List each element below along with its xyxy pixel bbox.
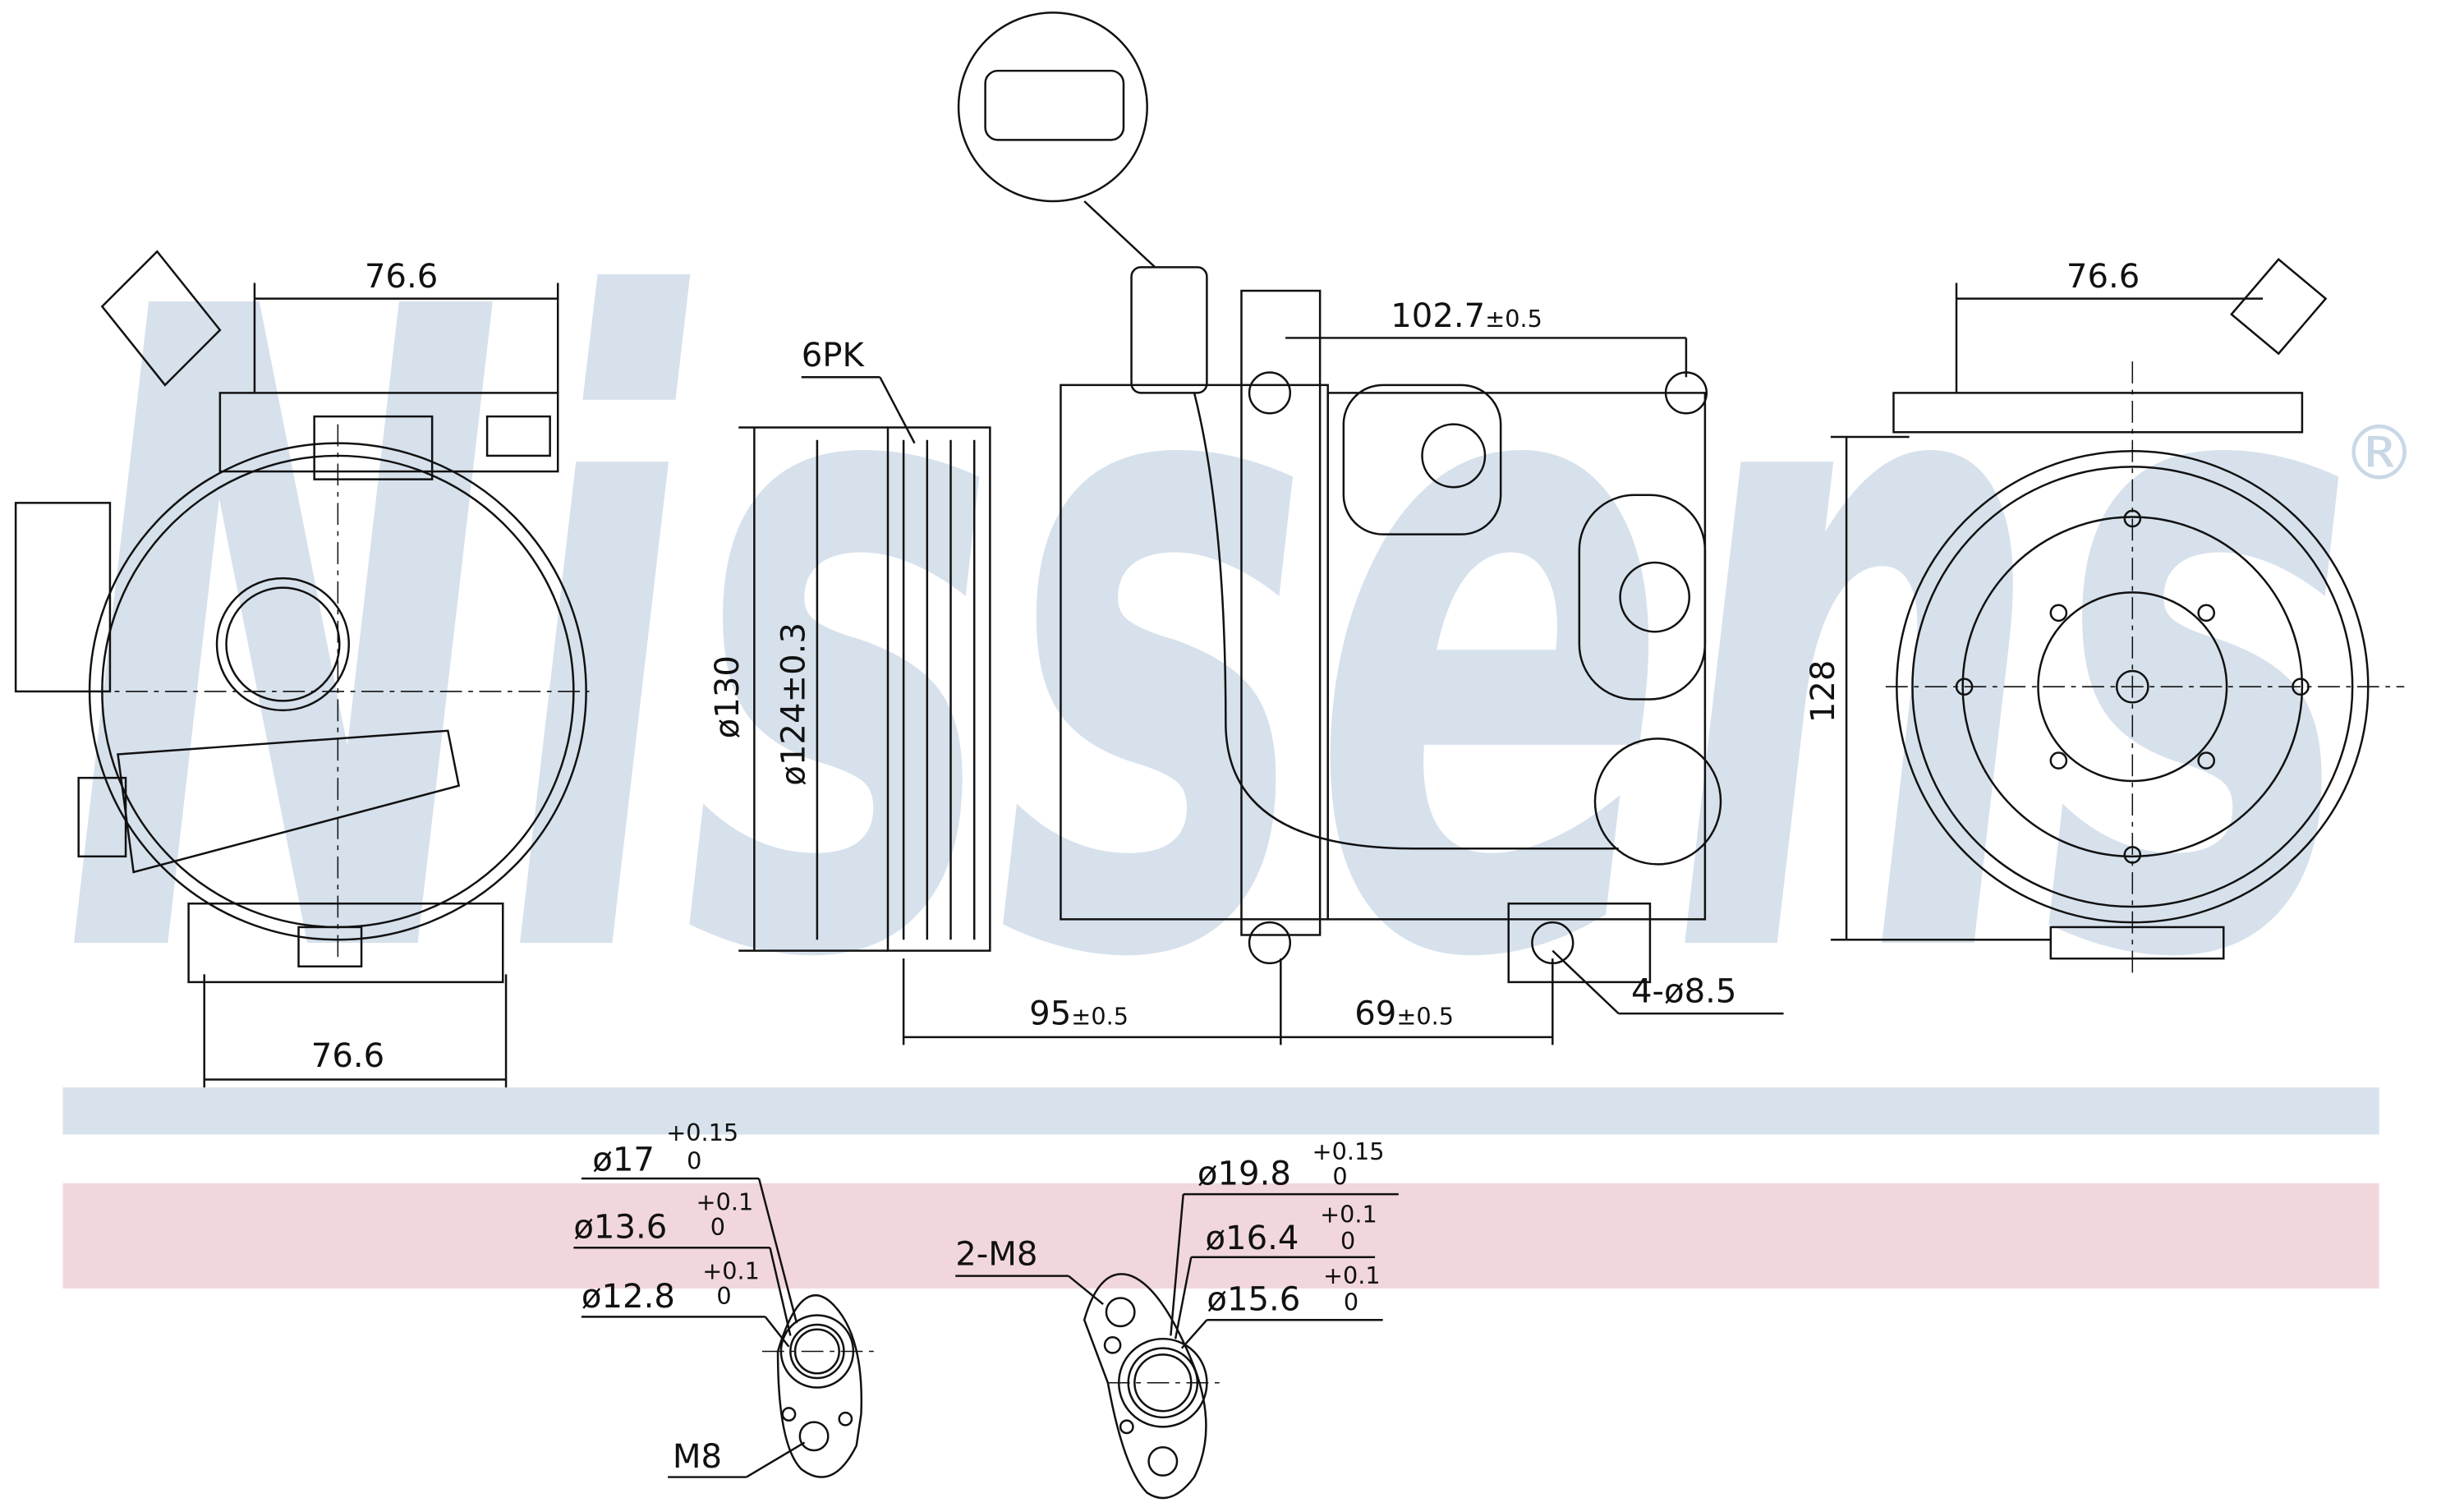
svg-text:0: 0 bbox=[1344, 1289, 1358, 1316]
svg-text:0: 0 bbox=[710, 1213, 725, 1241]
top-length: 102.7±0.5 bbox=[1391, 297, 1542, 335]
right-height: 128 bbox=[1804, 660, 1842, 724]
svg-text:0: 0 bbox=[1332, 1163, 1347, 1191]
svg-text:+0.15: +0.15 bbox=[666, 1119, 738, 1146]
port-left-d2: ø13.6 bbox=[573, 1209, 667, 1247]
svg-text:0: 0 bbox=[1340, 1227, 1355, 1255]
port-left-d3: ø12.8 bbox=[582, 1278, 675, 1316]
svg-text:+0.1: +0.1 bbox=[696, 1188, 754, 1215]
pulley-inner-dia: ø124±0.3 bbox=[775, 623, 813, 786]
svg-text:+0.1: +0.1 bbox=[702, 1257, 760, 1284]
right-view: 76.6 128 bbox=[1804, 258, 2405, 975]
blue-band bbox=[62, 1087, 2379, 1135]
port-right-d3: ø15.6 bbox=[1207, 1281, 1300, 1319]
port-left-d1: ø17 bbox=[592, 1141, 655, 1178]
right-top-width: 76.6 bbox=[2066, 258, 2140, 296]
left-top-width: 76.6 bbox=[365, 258, 438, 296]
mount-holes: 4-ø8.5 bbox=[1631, 973, 1736, 1011]
port-right-d1: ø19.8 bbox=[1198, 1156, 1291, 1193]
pulley-outer-dia: ø130 bbox=[709, 655, 747, 738]
port-right-d2: ø16.4 bbox=[1205, 1220, 1299, 1257]
svg-text:+0.1: +0.1 bbox=[1323, 1261, 1381, 1289]
port-right-thread: 2-M8 bbox=[955, 1235, 1037, 1273]
left-view: 76.6 76.6 bbox=[14, 250, 590, 1088]
bottom-left-length: 95±0.5 bbox=[1029, 995, 1129, 1033]
port-detail-left: ø17 +0.150 ø13.6 +0.10 ø12.8 +0.10 M8 bbox=[573, 1119, 880, 1478]
registered-mark: ® bbox=[2342, 410, 2417, 498]
svg-text:0: 0 bbox=[716, 1282, 731, 1310]
nissens-watermark: Nissens bbox=[63, 126, 2357, 1151]
pink-band bbox=[62, 1183, 2379, 1289]
left-bottom-width: 76.6 bbox=[311, 1037, 384, 1075]
svg-text:0: 0 bbox=[687, 1147, 701, 1175]
svg-text:+0.15: +0.15 bbox=[1312, 1137, 1385, 1165]
side-view: ø130 ø124±0.3 6PK 102.7±0.5 95±0.5 69±0.… bbox=[709, 11, 1784, 1045]
belt-type: 6PK bbox=[802, 337, 866, 374]
port-left-thread: M8 bbox=[673, 1438, 722, 1476]
port-detail-right: 2-M8 ø19.8 +0.150 ø16.4 +0.10 ø15.6 +0.1… bbox=[955, 1137, 1399, 1500]
svg-text:+0.1: +0.1 bbox=[1320, 1201, 1377, 1229]
bottom-right-length: 69±0.5 bbox=[1354, 995, 1454, 1033]
